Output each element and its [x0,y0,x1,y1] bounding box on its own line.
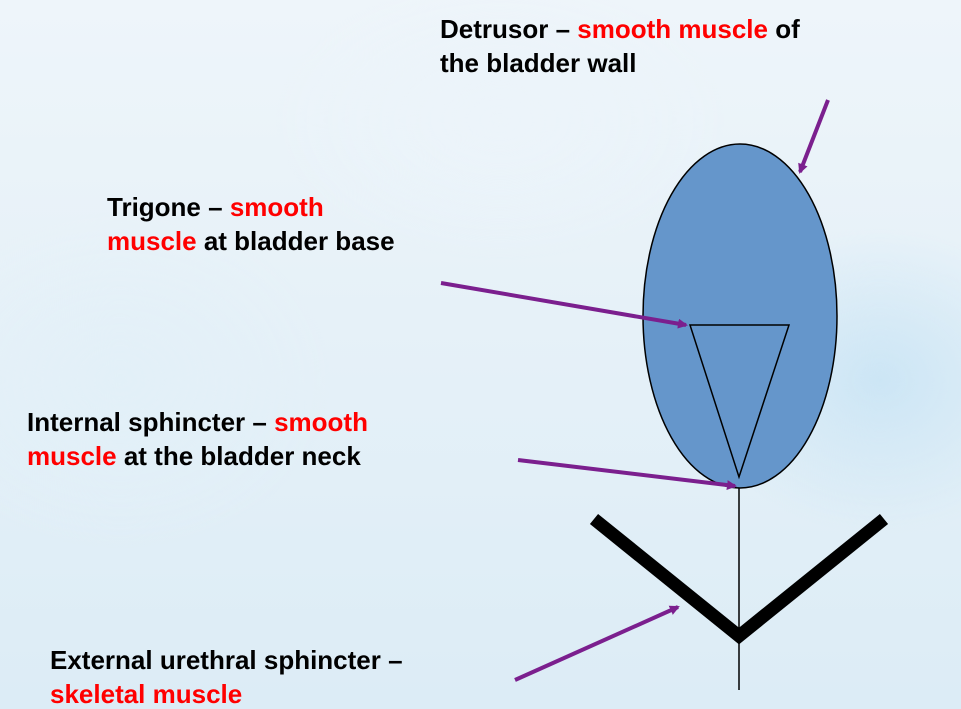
bladder [643,144,837,488]
external-sphincter-label: External urethral sphincter –skeletal mu… [50,643,403,709]
detrusor-arrow [800,100,828,172]
external-sphincter-arrow [515,607,678,680]
